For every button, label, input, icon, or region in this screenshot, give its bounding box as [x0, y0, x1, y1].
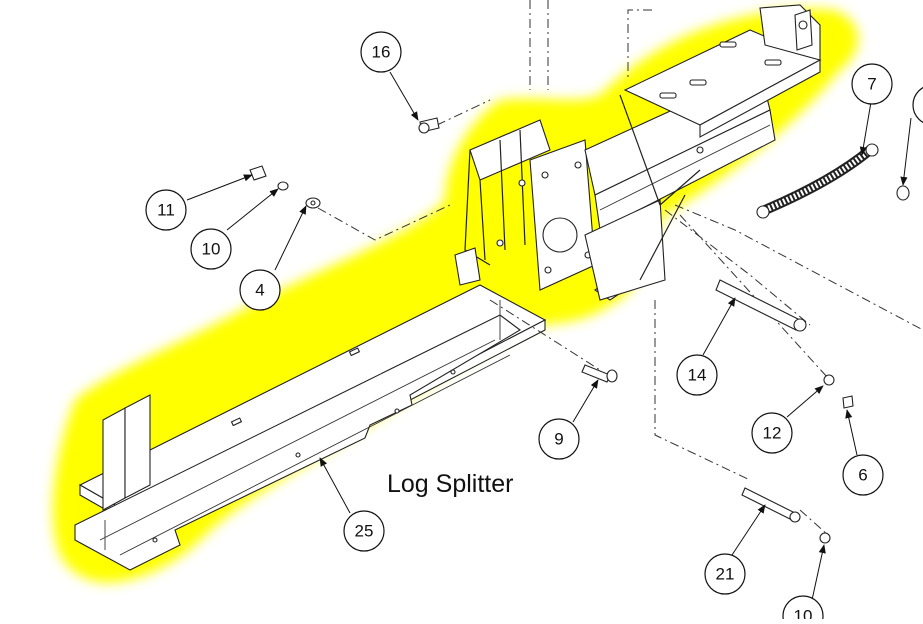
diagram-caption: Log Splitter	[387, 470, 513, 498]
callout-9: 9	[538, 418, 580, 460]
rear-tower	[454, 69, 776, 301]
main-beam	[74, 284, 547, 571]
callout-10-label: 10	[202, 240, 221, 259]
callout-10-bottom-label: 10	[794, 607, 813, 620]
callout-11: 11	[145, 189, 187, 231]
callouts: 16 11 10 4 7 14 9 12	[145, 31, 923, 620]
callout-9-label: 9	[554, 430, 563, 449]
callout-7-label: 7	[867, 75, 876, 94]
wedge	[102, 394, 151, 511]
callout-4-label: 4	[255, 281, 264, 300]
callout-12-label: 12	[763, 424, 782, 443]
assembly-lines	[317, 0, 923, 536]
callout-14-label: 14	[688, 366, 707, 385]
callout-25-label: 25	[355, 522, 374, 541]
callout-12: 12	[751, 412, 793, 454]
callout-7: 7	[851, 63, 893, 105]
callout-11-label: 11	[157, 201, 175, 220]
callout-21-label: 21	[716, 565, 735, 584]
callout-10-bottom: 10	[782, 595, 824, 620]
callout-21: 21	[704, 553, 746, 595]
callout-10: 10	[190, 228, 232, 270]
callout-6: 6	[842, 454, 884, 496]
callout-14: 14	[676, 354, 718, 396]
hardware	[249, 117, 910, 544]
callout-6-label: 6	[858, 466, 867, 485]
callout-partial-right	[912, 86, 923, 124]
callout-25: 25	[343, 510, 385, 552]
callout-16-label: 16	[372, 43, 391, 62]
callout-4: 4	[239, 269, 281, 311]
callout-16: 16	[360, 31, 402, 73]
leader-arrows	[186, 71, 912, 601]
top-mount-plate	[623, 4, 822, 138]
